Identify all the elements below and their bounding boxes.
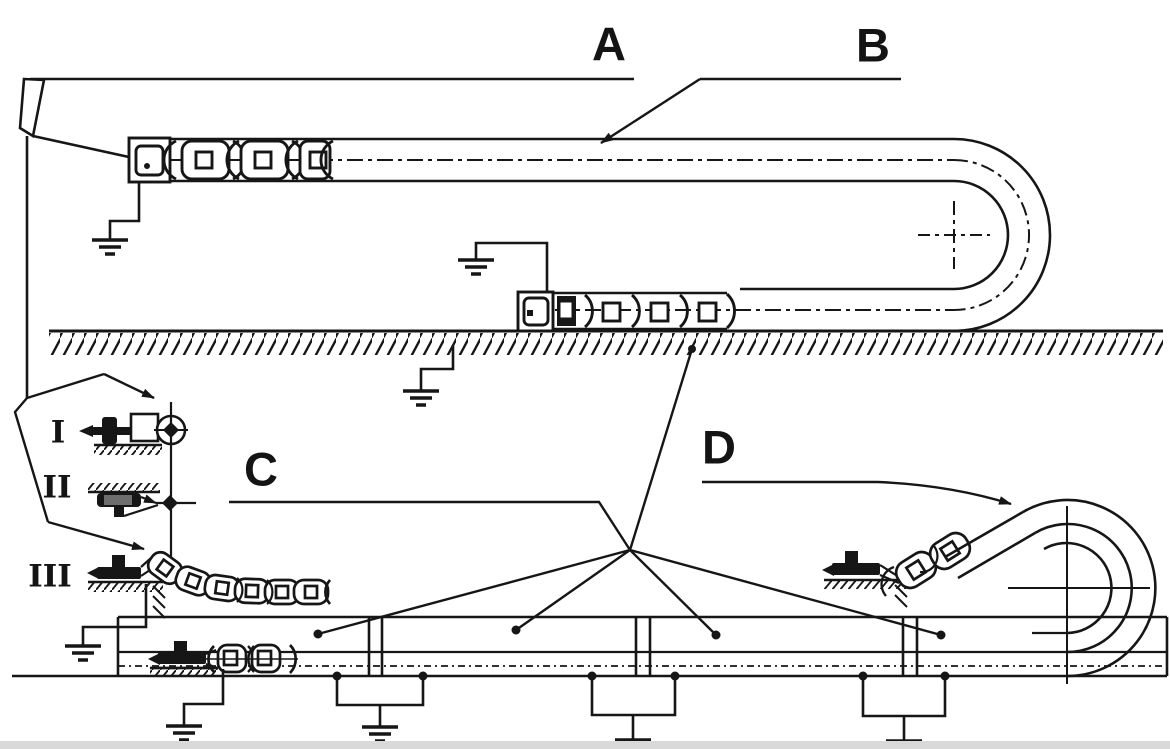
mount-hatching (88, 483, 160, 492)
earth-ground-2 (456, 241, 549, 293)
label-c-leader (229, 345, 942, 637)
bolt-shaft (97, 567, 141, 579)
earth-ground-symbol (456, 258, 496, 276)
image-bottom-strip (0, 741, 1170, 749)
earth-ground-symbol (90, 238, 130, 256)
label-a: A (592, 17, 626, 71)
earth-ground-symbol (164, 724, 204, 742)
rail-hatching (49, 333, 1163, 355)
track-u-turn-outer-arc (953, 137, 1052, 333)
trough-divider (367, 617, 384, 676)
callout-arrow-to-iii (47, 520, 145, 551)
label-b: B (856, 18, 890, 72)
detail-i-assembly (79, 402, 188, 558)
overhead-boom-bracket (18, 77, 634, 398)
bolt-arrow-tip (79, 425, 93, 437)
mount-hatching (94, 446, 162, 455)
ground-rail (49, 329, 1163, 355)
earth-ground-1 (90, 182, 141, 256)
track-u-turn-inner-arc (953, 179, 1010, 291)
pointer-line (140, 494, 157, 505)
trough-chain-train (148, 641, 298, 677)
bolt-shaft (832, 563, 880, 575)
bolt-shaft (158, 652, 206, 664)
energy-chain-train-middle (516, 290, 736, 333)
trough-ground-tap-3 (858, 671, 950, 749)
overhead-track (129, 137, 1052, 333)
earth-ground-symbol (401, 389, 441, 407)
mount-hatching (150, 669, 218, 677)
earth-ground-symbol (360, 725, 400, 743)
bolt-arrow-tip (87, 567, 99, 579)
bolt-nub (174, 641, 187, 652)
bolt-stem (114, 507, 124, 517)
label-d: D (702, 420, 736, 474)
callout-arrow-to-i (103, 372, 155, 400)
bolt-nub (845, 551, 858, 563)
trough-divider (634, 617, 652, 676)
earth-ground-5 (164, 669, 225, 742)
bolt-arrow-tip (822, 564, 834, 576)
trough-divider (901, 617, 919, 676)
label-d-leader (702, 480, 1012, 506)
loop-center-cross (1008, 506, 1150, 684)
mount-hatching (88, 583, 163, 592)
d-loop-chain (880, 531, 972, 597)
wall-hatching (894, 584, 908, 608)
leader-to-rail (628, 348, 694, 551)
earth-ground-3 (401, 345, 455, 407)
earth-ground-4 (63, 584, 148, 662)
leader-fan (317, 548, 942, 637)
detail-iii-chain (146, 550, 332, 606)
bolt-collar (102, 417, 117, 444)
trough-ground-tap-2 (587, 671, 680, 749)
detail-callout-outline (13, 372, 155, 551)
turn-center-cross (918, 201, 990, 269)
detail-marker-iii: III (28, 558, 72, 595)
tensioner-frame (129, 412, 160, 443)
d-loop (944, 498, 1157, 684)
mount-hatching (824, 581, 908, 589)
detail-ii-assembly (88, 483, 196, 518)
trough-ground-tap-1 (332, 671, 428, 743)
detail-marker-i: I (50, 414, 66, 451)
detail-marker-ii: II (42, 469, 72, 506)
label-c: C (244, 442, 278, 496)
bolt-nub (112, 555, 125, 567)
earth-ground-symbol (63, 644, 103, 662)
energy-chain-train-top (127, 136, 334, 184)
d-anchor-assembly (822, 551, 908, 608)
loop-outer-arc (1022, 498, 1157, 678)
label-b-leader (600, 77, 901, 145)
pulley-end-view (162, 495, 178, 511)
loop-middle-arc (1034, 522, 1133, 654)
